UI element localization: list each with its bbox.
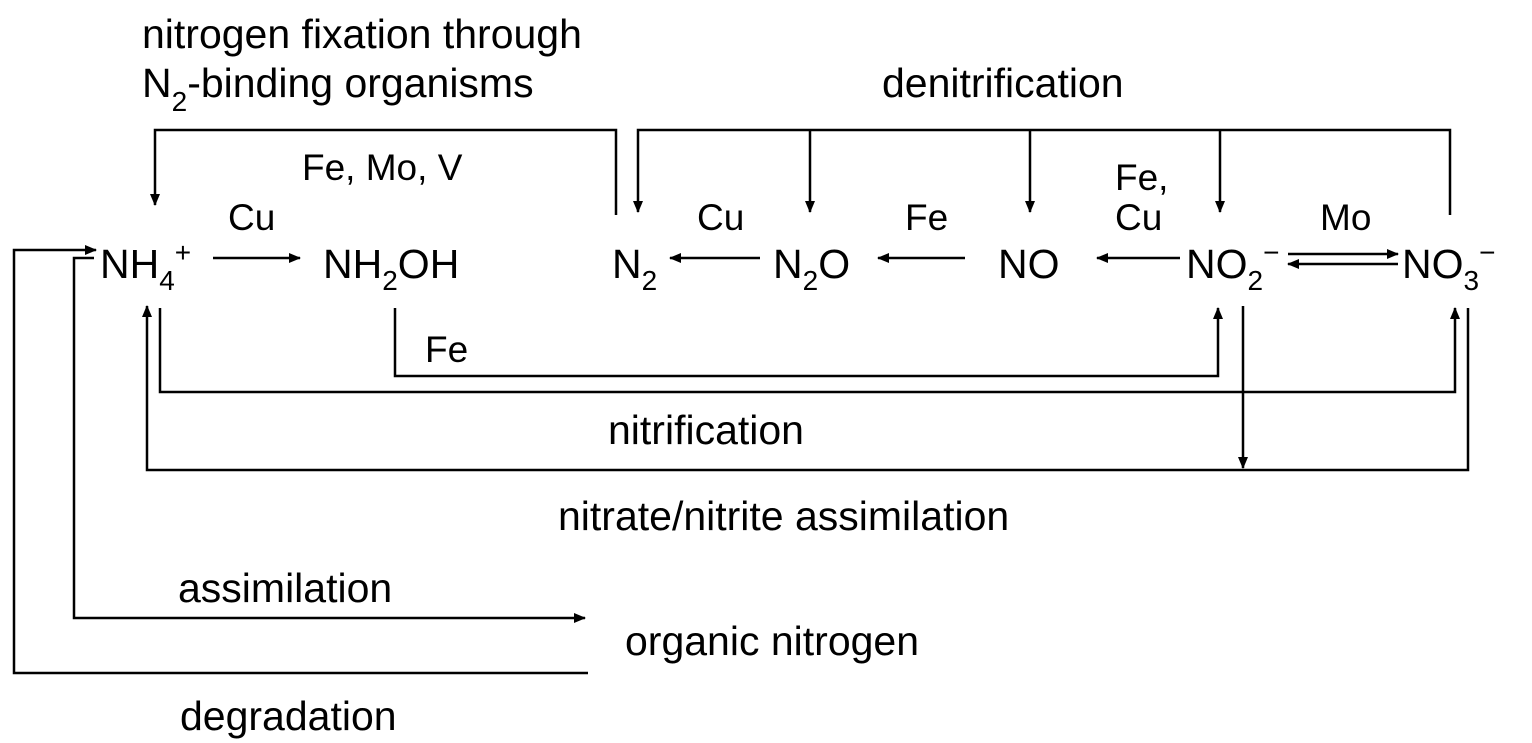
arrow-nh2oh-to-no2 xyxy=(393,307,1223,378)
n2o-base: N xyxy=(773,241,803,287)
species-no: NO xyxy=(998,241,1060,287)
fixation-rest: -binding organisms xyxy=(187,60,533,106)
n2o-subscript: 2 xyxy=(803,265,819,296)
nh2oh-rest: OH xyxy=(398,241,460,287)
species-n2: N2 xyxy=(612,241,657,296)
no3-subscript: 3 xyxy=(1464,265,1480,296)
arrow-assimilation xyxy=(72,256,586,623)
species-no2: NO2− xyxy=(1186,237,1279,296)
no2-base: NO xyxy=(1186,241,1248,287)
arrow-no3-to-nh4 xyxy=(142,305,1470,472)
arrow-nh4-to-no3 xyxy=(158,307,1460,394)
catalyst-nh4-nh2oh: Cu xyxy=(228,197,275,238)
nitrate-nitrite-assimilation-label: nitrate/nitrite assimilation xyxy=(558,493,1009,539)
n2-subscript: 2 xyxy=(642,265,658,296)
degradation-label: degradation xyxy=(180,693,397,739)
nh4-base: NH xyxy=(100,241,159,287)
fixation-label-line2: N2-binding organisms xyxy=(142,60,534,117)
fixation-n-subscript: 2 xyxy=(172,86,188,117)
catalyst-no-n2o: Fe xyxy=(905,197,948,238)
arrow-degradation xyxy=(12,245,588,675)
n2-base: N xyxy=(612,241,642,287)
fixation-arrow xyxy=(150,128,618,215)
no3-superscript: − xyxy=(1479,237,1495,268)
nh4-subscript: 4 xyxy=(159,265,175,296)
organic-nitrogen-label: organic nitrogen xyxy=(625,618,919,664)
denitrification-bracket xyxy=(633,128,1452,215)
fixation-n: N xyxy=(142,60,172,106)
catalyst-no2-no-line1: Fe, xyxy=(1115,157,1168,198)
species-nh4: NH4+ xyxy=(100,237,191,296)
species-n2o: N2O xyxy=(773,241,850,296)
assimilation-label: assimilation xyxy=(178,565,392,611)
nitrification-label: nitrification xyxy=(608,407,804,453)
denitrification-label: denitrification xyxy=(882,60,1124,106)
no3-base: NO xyxy=(1402,241,1464,287)
n2o-rest: O xyxy=(818,241,850,287)
fixation-label-line1: nitrogen fixation through xyxy=(142,11,582,57)
catalyst-nh2oh-no2: Fe xyxy=(425,329,468,370)
no2-subscript: 2 xyxy=(1248,265,1264,296)
catalyst-no2-no-line2: Cu xyxy=(1115,197,1162,238)
catalyst-no2-no3: Mo xyxy=(1320,197,1371,238)
nh2oh-subscript: 2 xyxy=(382,265,398,296)
catalyst-n2o-n2: Cu xyxy=(697,197,744,238)
species-no3: NO3− xyxy=(1402,237,1495,296)
fixation-metals-label: Fe, Mo, V xyxy=(302,147,463,188)
nh4-superscript: + xyxy=(175,237,191,268)
no2-superscript: − xyxy=(1263,237,1279,268)
nh2oh-base: NH xyxy=(323,241,382,287)
species-nh2oh: NH2OH xyxy=(323,241,459,296)
